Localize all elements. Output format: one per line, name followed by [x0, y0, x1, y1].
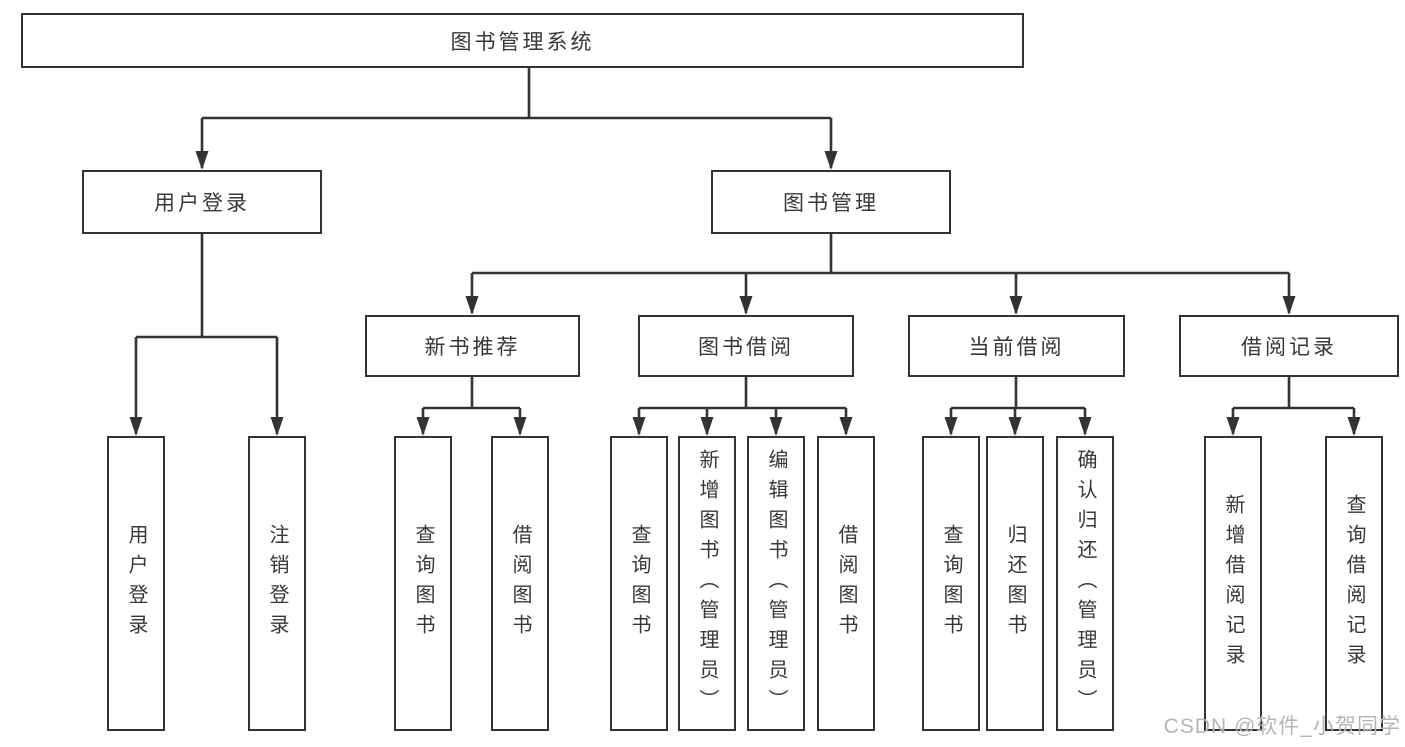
leaf-recommend-query-book: 查询图书: [394, 436, 452, 731]
leaf-current-confirm-return-admin: 确认归还（管理员）: [1056, 436, 1114, 731]
node-borrow-record: 借阅记录: [1179, 315, 1399, 377]
leaf-borrow-edit-book-admin: 编辑图书（管理员）: [747, 436, 805, 731]
leaf-current-return-book-label: 归还图书: [1004, 523, 1026, 644]
leaf-record-query-borrow-record: 查询借阅记录: [1325, 436, 1383, 731]
leaf-borrow-query-book-label: 查询图书: [628, 523, 650, 644]
leaf-borrow-borrow-book-label: 借阅图书: [835, 523, 857, 644]
leaf-borrow-add-book-admin: 新增图书（管理员）: [678, 436, 736, 731]
leaf-borrow-add-book-admin-label: 新增图书（管理员）: [696, 448, 718, 719]
leaf-logout: 注销登录: [248, 436, 306, 731]
leaf-logout-label: 注销登录: [266, 523, 288, 644]
node-current-borrow: 当前借阅: [908, 315, 1125, 377]
node-user-login: 用户登录: [82, 170, 322, 234]
leaf-current-return-book: 归还图书: [986, 436, 1044, 731]
node-root-system: 图书管理系统: [21, 13, 1024, 68]
node-new-book-recommend: 新书推荐: [365, 315, 580, 377]
leaf-record-add-borrow-record-label: 新增借阅记录: [1222, 493, 1244, 674]
leaf-record-add-borrow-record: 新增借阅记录: [1204, 436, 1262, 731]
leaf-user-login-label: 用户登录: [125, 523, 147, 644]
leaf-recommend-borrow-book: 借阅图书: [491, 436, 549, 731]
leaf-record-query-borrow-record-label: 查询借阅记录: [1343, 493, 1365, 674]
leaf-current-query-book-label: 查询图书: [940, 523, 962, 644]
leaf-user-login: 用户登录: [107, 436, 165, 731]
node-book-borrow: 图书借阅: [638, 315, 854, 377]
leaf-borrow-edit-book-admin-label: 编辑图书（管理员）: [765, 448, 787, 719]
leaf-borrow-borrow-book: 借阅图书: [817, 436, 875, 731]
csdn-watermark: CSDN @软件_小贺同学: [1163, 715, 1401, 738]
leaf-current-confirm-return-admin-label: 确认归还（管理员）: [1074, 448, 1096, 719]
leaf-current-query-book: 查询图书: [922, 436, 980, 731]
node-book-management: 图书管理: [711, 170, 951, 234]
leaf-recommend-borrow-book-label: 借阅图书: [509, 523, 531, 644]
leaf-recommend-query-book-label: 查询图书: [412, 523, 434, 644]
leaf-borrow-query-book: 查询图书: [610, 436, 668, 731]
